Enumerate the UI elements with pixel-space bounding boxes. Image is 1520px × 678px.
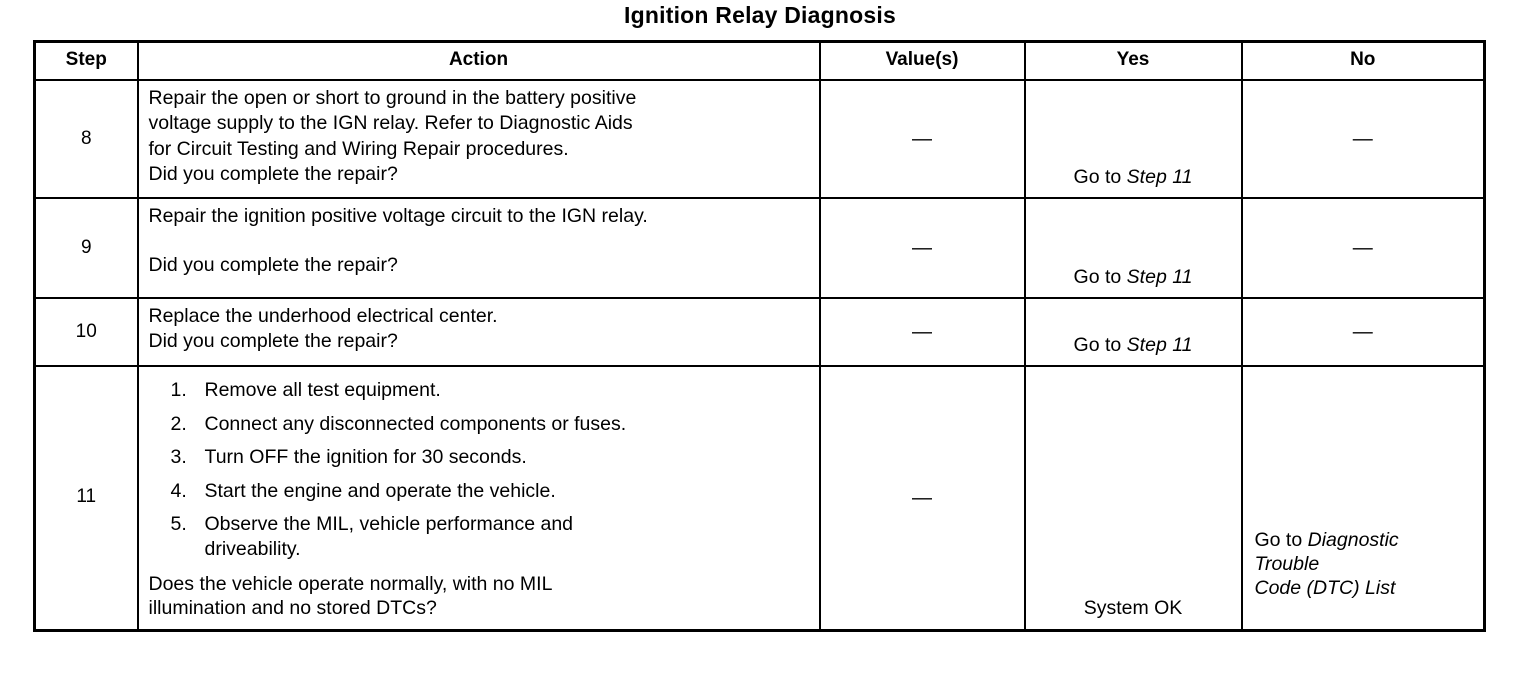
- action-question: Did you complete the repair?: [148, 163, 398, 186]
- action-numbered-list: 1. Remove all test equipment. 2. Connect…: [149, 378, 811, 561]
- value-cell: —: [818, 79, 1026, 199]
- goto-prefix: Go to: [1254, 529, 1308, 552]
- list-item: 3. Turn OFF the ignition for 30 seconds.: [149, 445, 811, 470]
- goto-reference: Step 11: [1126, 265, 1193, 288]
- action-question: Did you complete the repair?: [148, 330, 398, 353]
- list-item-label: Observe the MIL, vehicle performance and…: [204, 513, 574, 560]
- action-line: illumination and no stored DTCs?: [148, 596, 437, 619]
- list-item-label: Connect any disconnected components or f…: [204, 412, 627, 435]
- goto-reference: Trouble: [1254, 552, 1320, 575]
- yes-cell: System OK: [1023, 365, 1243, 631]
- no-cell: —: [1240, 79, 1486, 199]
- goto-prefix: Go to: [1073, 333, 1127, 356]
- action-text: Repair the open or short to ground in th…: [136, 79, 821, 199]
- goto-prefix: Go to: [1073, 165, 1127, 188]
- no-cell: Go to Diagnostic Trouble Code (DTC) List: [1240, 365, 1486, 631]
- value-cell: —: [818, 365, 1026, 631]
- goto-reference: Step 11: [1126, 165, 1193, 188]
- column-header-value: Value(s): [818, 40, 1026, 81]
- goto-prefix: Go to: [1073, 265, 1127, 288]
- action-line: voltage supply to the IGN relay. Refer t…: [148, 112, 633, 135]
- action-text: Replace the underhood electrical center.…: [136, 297, 821, 367]
- table-header-row: Step Action Value(s) Yes No: [33, 40, 1486, 81]
- action-line: Does the vehicle operate normally, with …: [148, 573, 553, 596]
- goto-reference: Diagnostic: [1307, 529, 1399, 552]
- action-text: Repair the ignition positive voltage cir…: [136, 197, 821, 299]
- column-header-action: Action: [136, 40, 821, 81]
- column-header-yes: Yes: [1023, 40, 1243, 81]
- list-item-number: 4.: [170, 479, 187, 502]
- step-number: 10: [33, 297, 139, 367]
- list-item-number: 3.: [170, 446, 187, 469]
- list-item-number: 2.: [170, 412, 187, 435]
- diagnostic-table: Step Action Value(s) Yes No 8 Repair the…: [33, 40, 1486, 632]
- action-line: Repair the ignition positive voltage cir…: [148, 205, 648, 227]
- column-header-no: No: [1240, 40, 1486, 81]
- list-item-label: Turn OFF the ignition for 30 seconds.: [204, 446, 527, 469]
- no-cell: —: [1240, 197, 1486, 299]
- step-number: 9: [33, 197, 139, 299]
- action-text: 1. Remove all test equipment. 2. Connect…: [136, 365, 821, 631]
- step-number: 11: [33, 365, 139, 631]
- list-item-number: 1.: [170, 379, 187, 401]
- list-item: 4. Start the engine and operate the vehi…: [149, 479, 811, 504]
- table-row: 10 Replace the underhood electrical cent…: [33, 297, 1486, 367]
- yes-cell: Go to Step 11: [1023, 79, 1243, 199]
- table-row: 11 1. Remove all test equipment. 2. Conn…: [33, 365, 1486, 631]
- list-item-label: Start the engine and operate the vehicle…: [204, 479, 556, 502]
- table-row: 9 Repair the ignition positive voltage c…: [33, 197, 1486, 299]
- action-question: Does the vehicle operate normally, with …: [149, 573, 811, 620]
- yes-cell: Go to Step 11: [1023, 297, 1243, 367]
- action-spacer: [149, 229, 811, 253]
- list-item: 2. Connect any disconnected components o…: [149, 412, 811, 437]
- value-cell: —: [818, 197, 1026, 299]
- list-item-number: 5.: [170, 513, 187, 536]
- action-line: for Circuit Testing and Wiring Repair pr…: [148, 137, 569, 160]
- no-cell: —: [1240, 297, 1486, 367]
- diagnostic-table-container: Step Action Value(s) Yes No 8 Repair the…: [33, 40, 1486, 632]
- value-cell: —: [818, 297, 1026, 367]
- action-question: Did you complete the repair?: [148, 254, 398, 277]
- goto-reference: Code (DTC) List: [1254, 576, 1396, 599]
- list-item-label: Remove all test equipment.: [204, 379, 441, 401]
- column-header-step: Step: [33, 40, 139, 81]
- list-item: 5. Observe the MIL, vehicle performance …: [149, 512, 811, 561]
- page-title: Ignition Relay Diagnosis: [624, 2, 896, 28]
- action-line: Replace the underhood electrical center.: [148, 305, 498, 327]
- step-number: 8: [33, 79, 139, 199]
- yes-cell: Go to Step 11: [1023, 197, 1243, 299]
- action-line: Repair the open or short to ground in th…: [148, 87, 637, 109]
- goto-reference: Step 11: [1126, 333, 1193, 356]
- goto-line: Go to Diagnostic: [1255, 529, 1484, 553]
- list-item: 1. Remove all test equipment.: [149, 378, 811, 403]
- table-row: 8 Repair the open or short to ground in …: [33, 79, 1486, 199]
